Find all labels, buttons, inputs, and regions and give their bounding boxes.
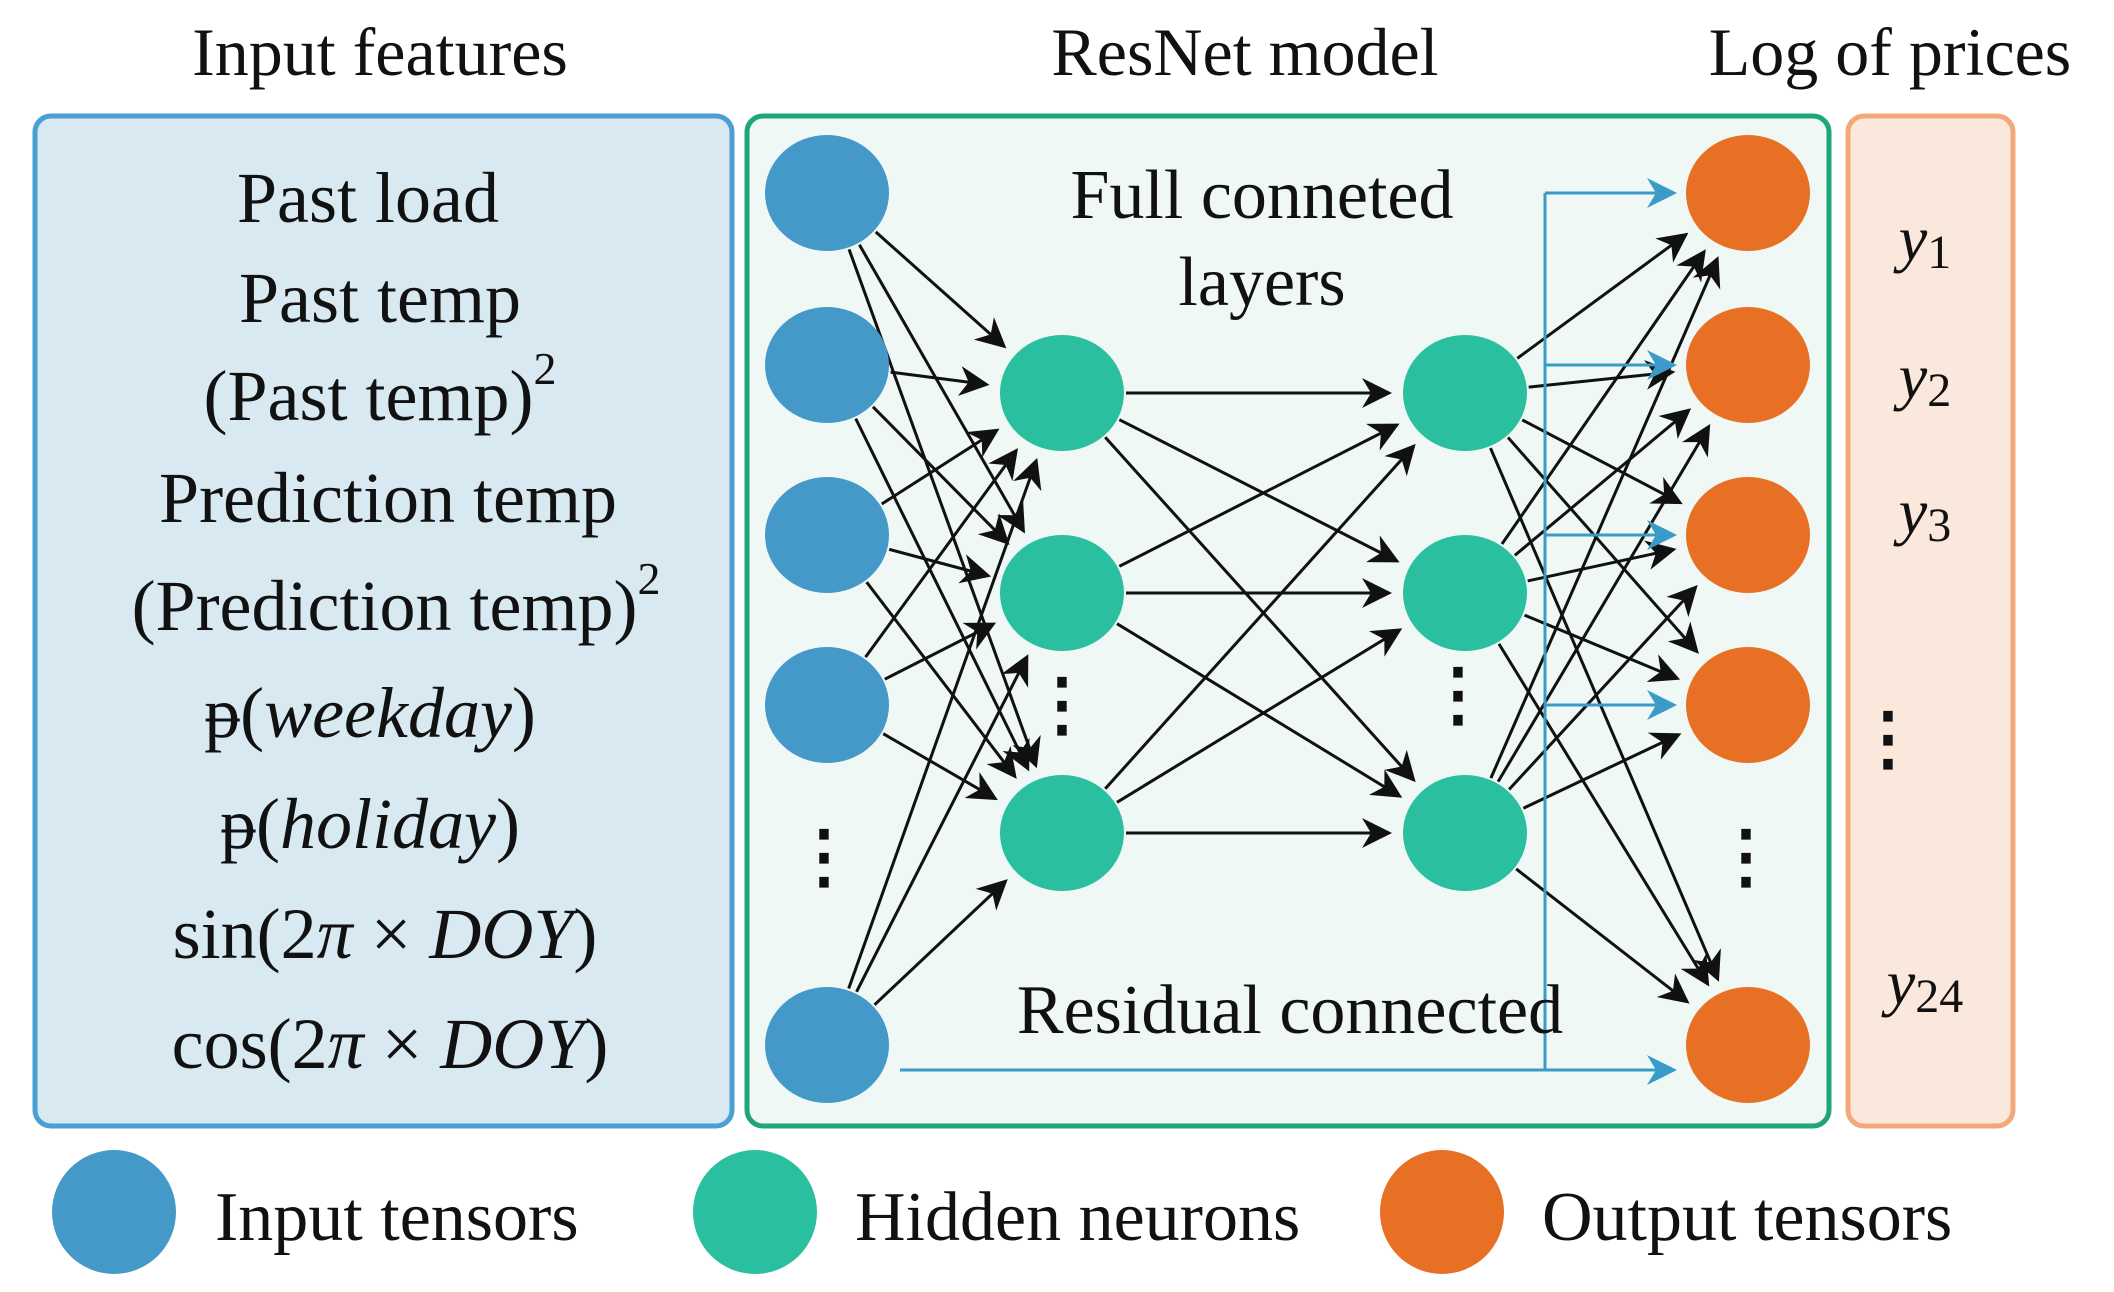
edge-in1-h10 — [890, 366, 990, 396]
edge-h21-out2 — [1527, 540, 1677, 583]
input-ellipsis: ⋮ — [789, 819, 859, 896]
feature-sin-doy: sin(2π × DOY) — [173, 894, 598, 974]
hidden2-node-2 — [1403, 775, 1527, 891]
output-node-4 — [1686, 987, 1810, 1103]
feature-prediction-temp-squared: (Prediction temp)2 — [132, 553, 661, 646]
full-connected-label-line1: Full conneted — [1071, 157, 1454, 234]
edge-in4-h12 — [873, 879, 1008, 1006]
output-node-3 — [1686, 647, 1810, 763]
feature-past-temp: Past temp — [239, 258, 521, 338]
output-prices-panel — [1845, 113, 2016, 1129]
hidden1-node-0 — [1000, 335, 1124, 451]
edge-h21-out4 — [1497, 643, 1710, 987]
residual-edges — [900, 178, 1677, 1085]
feature-cos-doy: cos(2π × DOY) — [172, 1004, 609, 1084]
log-of-prices-title: Log of prices — [1709, 14, 2072, 90]
hidden2-node-0 — [1403, 335, 1527, 451]
legend-hidden-neurons-label: Hidden neurons — [855, 1179, 1300, 1256]
legend-input-tensors-label: Input tensors — [215, 1179, 579, 1256]
edge-h22-out0 — [1489, 256, 1721, 779]
edge-h21-out0 — [1500, 249, 1706, 545]
hidden1-node-2 — [1000, 775, 1124, 891]
edge-h22-out3 — [1522, 732, 1682, 810]
output-ellipsis: ⋮ — [1711, 819, 1781, 896]
edge-in3-h12 — [882, 732, 998, 801]
hidden1-node-1 — [1000, 535, 1124, 651]
input-node-3 — [765, 647, 889, 763]
residual-connected-label: Residual connected — [1017, 972, 1563, 1049]
edge-h20-out2 — [1521, 418, 1683, 505]
edge-in2-h11 — [888, 547, 992, 584]
legend-output-tensors-marker — [1380, 1150, 1504, 1274]
input-node-1 — [765, 307, 889, 423]
output-label-y1: y1 — [1893, 203, 1951, 279]
input-node-0 — [765, 135, 889, 251]
input-features-panel — [32, 113, 735, 1129]
output-node-1 — [1686, 307, 1810, 423]
output-label-y2: y2 — [1893, 341, 1951, 417]
output-label-ellipsis: ⋮ — [1853, 701, 1923, 778]
output-label-y3: y3 — [1893, 476, 1951, 552]
edge-h22-out1 — [1496, 424, 1711, 783]
edge-h10-h21 — [1118, 418, 1400, 563]
input-node-2 — [765, 477, 889, 593]
edge-in4-h11 — [855, 654, 1029, 993]
edge-h21-out3 — [1523, 613, 1681, 683]
edge-in0-h10 — [874, 230, 1007, 349]
edge-in2-h10 — [880, 428, 1000, 506]
resnet-model-title: ResNet model — [1051, 14, 1438, 90]
edge-in1-h11 — [871, 405, 1010, 545]
feature-weekday-indicator: ᵽ(weekday) — [204, 673, 536, 753]
feature-past-temp-squared: (Past temp)2 — [204, 343, 557, 436]
legend-output-tensors-label: Output tensors — [1542, 1179, 1952, 1256]
legend-input-tensors-marker — [52, 1150, 176, 1274]
input-node-4 — [765, 987, 889, 1103]
output-label-y24: y24 — [1881, 947, 1963, 1023]
edge-h11-h22 — [1116, 622, 1403, 798]
network-nodes — [765, 135, 1810, 1103]
hidden2-node-1 — [1403, 535, 1527, 651]
edge-in3-h10 — [864, 448, 1019, 658]
feature-past-load: Past load — [237, 158, 499, 238]
edge-in2-h12 — [865, 581, 1017, 779]
edge-h12-h21 — [1116, 628, 1403, 804]
output-node-0 — [1686, 135, 1810, 251]
edge-h22-out2 — [1507, 585, 1698, 791]
edge-h20-out3 — [1506, 436, 1699, 654]
edge-h11-h20 — [1118, 423, 1400, 568]
full-connected-label-line2: layers — [1178, 244, 1345, 321]
edge-h10-h22 — [1104, 436, 1416, 783]
feature-holiday-indicator: ᵽ(holiday) — [220, 784, 520, 864]
edge-h12-h20 — [1104, 443, 1416, 790]
legend-hidden-neurons-marker — [693, 1150, 817, 1274]
edge-in4-h10 — [847, 457, 1042, 990]
hidden2-ellipsis: ⋮ — [1423, 657, 1493, 734]
feature-prediction-temp: Prediction temp — [159, 458, 617, 538]
edge-in0-h11 — [858, 243, 1025, 534]
input-features-title: Input features — [192, 14, 568, 90]
edge-h20-out4 — [1489, 447, 1721, 982]
hidden1-ellipsis: ⋮ — [1027, 667, 1097, 744]
output-node-2 — [1686, 477, 1810, 593]
